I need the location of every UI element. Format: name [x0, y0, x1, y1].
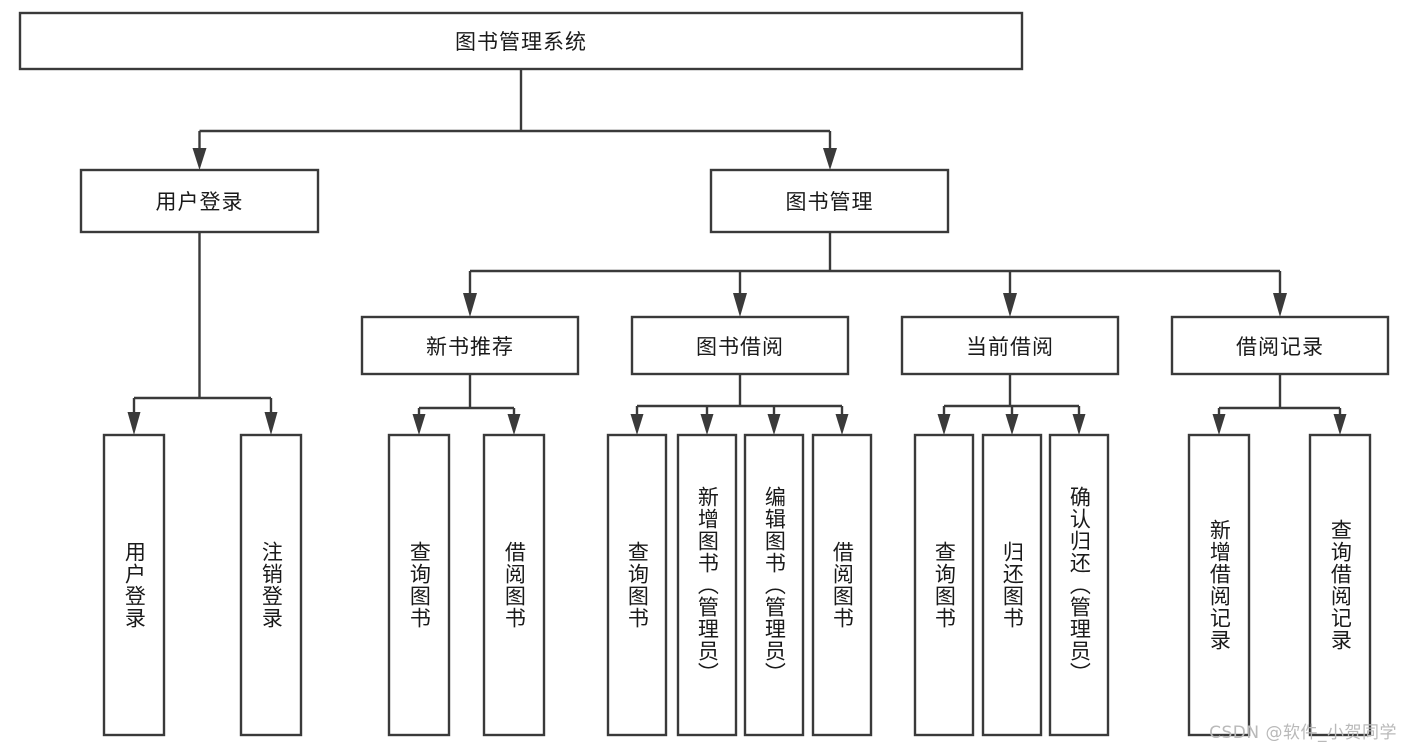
node-box-leaf-return-book[interactable] [981, 433, 1043, 737]
arrow-head-leaf-borrow-book-new [507, 414, 521, 435]
node-box-leaf-edit-book[interactable] [743, 433, 805, 737]
edge-group-records [1212, 374, 1347, 435]
node-box-bookmgmt[interactable] [709, 168, 950, 234]
arrow-head-leaf-query-book-current [937, 414, 951, 435]
edge-group-newbook [412, 374, 521, 435]
node-box-current[interactable] [900, 315, 1120, 376]
edge-group-current [937, 374, 1086, 435]
node-box-leaf-query-book-new[interactable] [387, 433, 451, 737]
edge-group-login [127, 232, 278, 435]
arrow-head-borrow [733, 293, 747, 317]
watermark-text: CSDN @软件_小贺同学 [1209, 723, 1397, 743]
arrow-head-leaf-user-login [127, 412, 141, 435]
arrow-head-leaf-add-record [1212, 414, 1226, 435]
node-box-leaf-query-book-current[interactable] [913, 433, 975, 737]
arrow-head-leaf-edit-book [767, 414, 781, 435]
node-box-records[interactable] [1170, 315, 1390, 376]
node-box-root[interactable] [18, 11, 1024, 71]
node-box-leaf-borrow-book[interactable] [811, 433, 873, 737]
node-box-leaf-confirm-return[interactable] [1048, 433, 1110, 737]
arrow-head-leaf-query-book-new [412, 414, 426, 435]
node-box-borrow[interactable] [630, 315, 850, 376]
node-box-leaf-user-login[interactable] [102, 433, 166, 737]
node-box-leaf-query-book-borrow[interactable] [606, 433, 668, 737]
arrow-head-bookmgmt [823, 148, 837, 170]
edge-group-bookmgmt [463, 232, 1287, 317]
arrow-head-leaf-query-book-borrow [630, 414, 644, 435]
node-rectangles [18, 11, 1390, 737]
arrow-head-leaf-add-book [700, 414, 714, 435]
arrow-head-newbook [463, 293, 477, 317]
node-box-login[interactable] [79, 168, 320, 234]
edge-group-root [192, 69, 837, 170]
node-box-newbook[interactable] [360, 315, 580, 376]
node-box-leaf-add-book[interactable] [676, 433, 738, 737]
node-box-leaf-borrow-book-new[interactable] [482, 433, 546, 737]
arrow-head-current [1003, 293, 1017, 317]
edge-group-borrow [630, 374, 849, 435]
node-box-leaf-query-record[interactable] [1308, 433, 1372, 737]
arrow-head-leaf-return-book [1005, 414, 1019, 435]
arrow-head-leaf-borrow-book [835, 414, 849, 435]
arrow-head-records [1273, 293, 1287, 317]
arrow-head-leaf-confirm-return [1072, 414, 1086, 435]
arrow-head-leaf-user-logout [264, 412, 278, 435]
node-box-leaf-user-logout[interactable] [239, 433, 303, 737]
arrow-head-leaf-query-record [1333, 414, 1347, 435]
arrow-head-login [192, 148, 207, 170]
node-box-leaf-add-record[interactable] [1187, 433, 1251, 737]
